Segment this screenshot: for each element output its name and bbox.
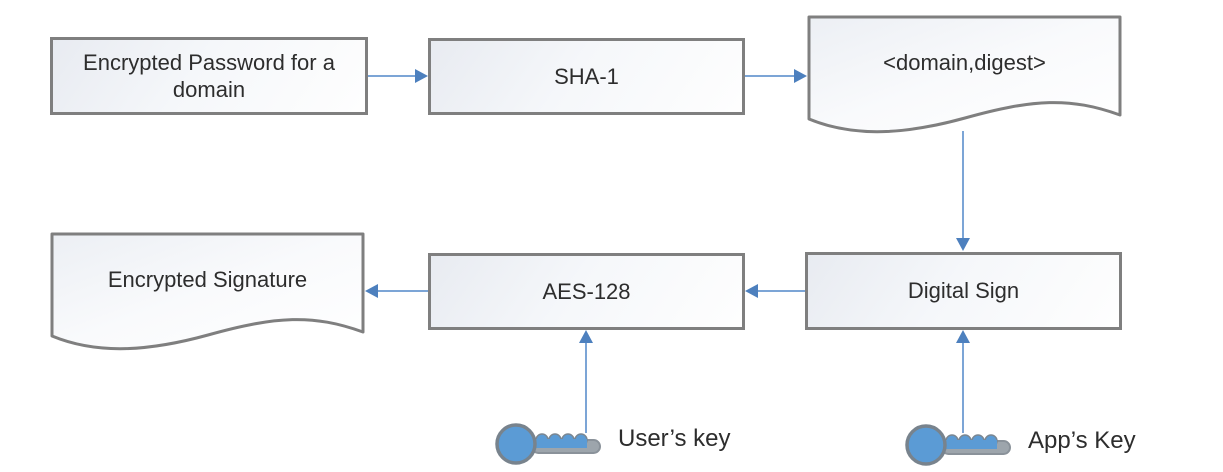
arrowhead-left-icon [365, 284, 378, 298]
app-key-icon [904, 418, 1018, 472]
arrow-user-key-to-aes128 [579, 330, 593, 433]
arrowhead-right-icon [794, 69, 807, 83]
arrow-password-to-sha1 [368, 69, 428, 83]
key-icon [905, 424, 1011, 466]
arrow-line [755, 290, 805, 292]
arrow-line [375, 290, 428, 292]
key-icon [495, 423, 601, 465]
arrow-app-key-to-digital-sign [956, 330, 970, 433]
node-encrypted-signature-label: Encrypted Signature [107, 267, 308, 292]
arrow-line [962, 131, 964, 241]
arrow-line [962, 340, 964, 433]
node-sha1-label: SHA-1 [554, 63, 619, 89]
node-aes128-label: AES-128 [542, 278, 631, 304]
node-aes128: AES-128 [428, 253, 745, 330]
node-domain-digest: <domain,digest> [807, 15, 1122, 140]
node-encrypted-password: Encrypted Password for a domain [50, 37, 368, 115]
node-sha1: SHA-1 [428, 38, 745, 115]
arrow-aes128-to-encrypted-signature [365, 284, 428, 298]
document-shape [807, 15, 1122, 134]
arrow-line [368, 75, 418, 77]
node-encrypted-signature: Encrypted Signature [50, 232, 365, 357]
arrow-line [585, 340, 587, 433]
document-shape [50, 232, 365, 351]
node-digital-sign-label: Digital Sign [907, 278, 1020, 304]
arrow-line [745, 75, 797, 77]
arrow-digital-sign-to-aes128 [745, 284, 805, 298]
arrowhead-left-icon [745, 284, 758, 298]
node-domain-digest-label: <domain,digest> [883, 50, 1046, 75]
node-encrypted-password-label: Encrypted Password for a domain [83, 49, 335, 103]
arrow-domain-digest-to-digital-sign [956, 131, 970, 251]
arrowhead-right-icon [415, 69, 428, 83]
arrowhead-down-icon [956, 238, 970, 251]
app-key-label: App’s Key [1028, 427, 1136, 454]
user-key-label: User’s key [618, 425, 731, 452]
arrowhead-up-icon [956, 330, 970, 343]
user-key-icon [494, 417, 608, 471]
arrow-sha1-to-domain-digest [745, 69, 807, 83]
arrowhead-up-icon [579, 330, 593, 343]
node-digital-sign: Digital Sign [805, 252, 1122, 330]
